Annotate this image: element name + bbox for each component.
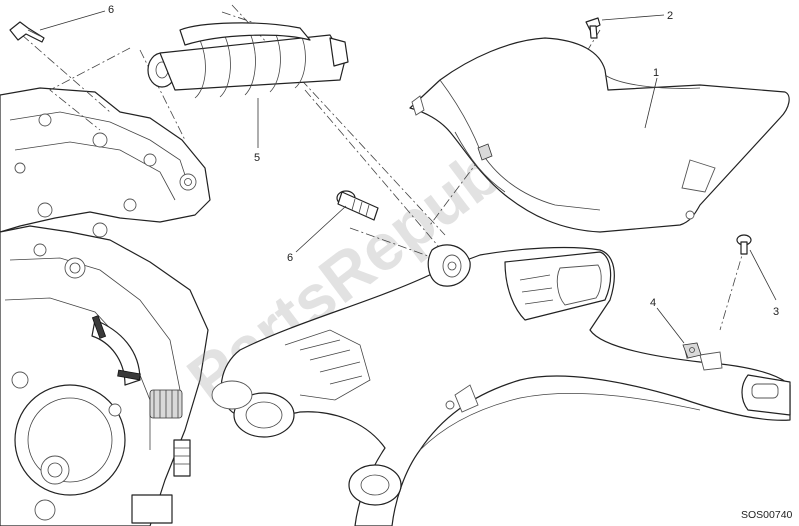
diagram-code: SOS00740 xyxy=(741,509,793,521)
callout-label-6-lower: 6 xyxy=(287,252,293,264)
callout-6b: 6 xyxy=(287,205,347,264)
callout-label-5: 5 xyxy=(254,152,260,164)
callout-label-6-upper: 6 xyxy=(108,4,114,16)
callout-label-4: 4 xyxy=(650,297,656,309)
clip-nut xyxy=(682,342,702,359)
top-screw xyxy=(585,17,601,39)
chain-guard xyxy=(409,37,790,233)
swingarm xyxy=(211,244,791,526)
callout-label-1: 1 xyxy=(653,67,659,79)
callout-4: 4 xyxy=(650,297,685,344)
callout-label-3: 3 xyxy=(773,306,779,318)
callout-label-2: 2 xyxy=(667,10,673,22)
callout-1: 1 xyxy=(644,67,659,129)
lower-shock-bolt xyxy=(336,190,379,221)
callout-5: 5 xyxy=(254,98,260,164)
engine-frame-assembly xyxy=(0,87,211,526)
callout-3: 3 xyxy=(749,249,779,318)
callout-2: 2 xyxy=(601,10,673,22)
callout-6a: 6 xyxy=(39,4,114,31)
lower-screw xyxy=(736,234,752,255)
upper-shock-bolt xyxy=(9,21,45,43)
rear-shock-absorber xyxy=(147,22,349,99)
